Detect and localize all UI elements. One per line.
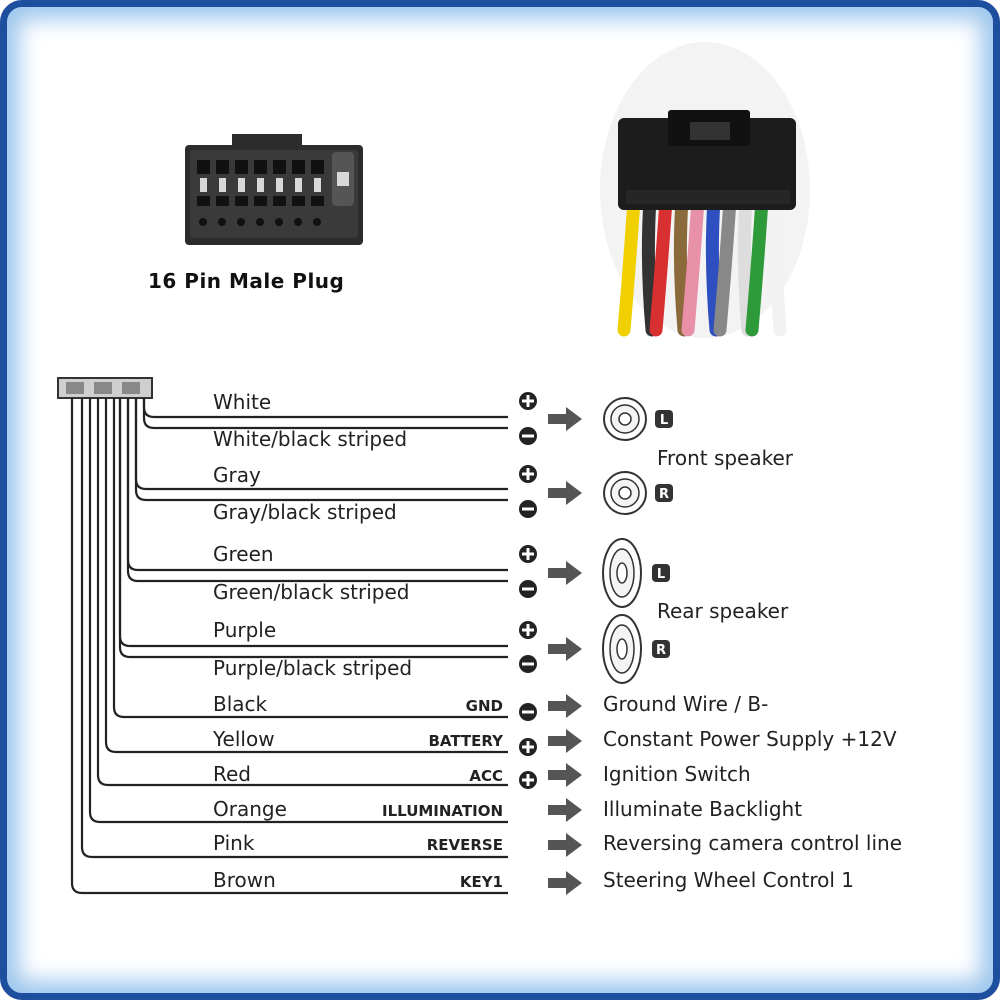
wire-color-label: Green [213, 542, 274, 566]
minus-icon [519, 500, 537, 518]
harness-photo [600, 42, 810, 338]
wire-description-label: Ground Wire / B- [603, 692, 768, 716]
wire-function-label: REVERSE [427, 836, 503, 854]
wire-color-label: Red [213, 762, 251, 786]
wire-color-label: White/black striped [213, 427, 407, 451]
harness-connector [57, 377, 153, 399]
plus-icon [519, 545, 537, 563]
wire-color-label: Gray [213, 463, 261, 487]
wire-description-label: Illuminate Backlight [603, 797, 802, 821]
wire-description-label: Reversing camera control line [603, 831, 902, 855]
speaker-side-badge: R [656, 643, 666, 658]
wire-color-label: Pink [213, 831, 255, 855]
minus-icon [519, 703, 537, 721]
wire-function-label: ACC [469, 767, 503, 785]
polarity-symbols [519, 392, 537, 789]
rear-speaker-label: Rear speaker [657, 599, 789, 623]
arrow-right-icon [548, 729, 582, 753]
speaker-icon: L [602, 538, 670, 608]
wire-line [126, 398, 508, 583]
wire-line [80, 398, 508, 859]
speaker-side-badge: L [660, 413, 668, 428]
speaker-icon: L [603, 397, 673, 441]
wire-color-label: Orange [213, 797, 287, 821]
minus-icon [519, 580, 537, 598]
wire-description-label: Ignition Switch [603, 762, 751, 786]
wire-line [70, 398, 508, 895]
wire-function-label: GND [466, 697, 503, 715]
wire-line [118, 398, 508, 659]
wire-color-label: Gray/black striped [213, 500, 397, 524]
arrow-right-icon [548, 481, 582, 505]
arrow-right-icon [548, 833, 582, 857]
wire-color-label: White [213, 390, 271, 414]
plus-icon [519, 392, 537, 410]
wire-color-label: Purple [213, 618, 276, 642]
wire-function-label: BATTERY [428, 732, 504, 750]
wire-line [142, 398, 508, 430]
minus-icon [519, 427, 537, 445]
wire-color-label: Black [213, 692, 268, 716]
male-plug-image [185, 134, 363, 245]
speakers: L R L R [602, 397, 673, 684]
wire-line [88, 398, 508, 824]
plus-icon [519, 465, 537, 483]
wire-color-label: Purple/black striped [213, 656, 412, 680]
speaker-icon: R [602, 614, 670, 684]
arrow-right-icon [548, 871, 582, 895]
wire-function-label: ILLUMINATION [382, 802, 503, 820]
minus-icon [519, 655, 537, 673]
wire-line [126, 398, 508, 572]
arrows [548, 407, 582, 895]
plus-icon [519, 738, 537, 756]
wires [70, 398, 508, 895]
wire-line [96, 398, 508, 787]
wire-line [112, 398, 508, 719]
speaker-side-badge: R [659, 487, 669, 502]
plus-icon [519, 621, 537, 639]
plug-label: 16 Pin Male Plug [148, 269, 344, 293]
arrow-right-icon [548, 798, 582, 822]
arrow-right-icon [548, 637, 582, 661]
wire-line [104, 398, 508, 754]
wire-color-label: Yellow [212, 727, 275, 751]
wire-description-label: Constant Power Supply +12V [603, 727, 897, 751]
arrow-right-icon [548, 763, 582, 787]
arrow-right-icon [548, 694, 582, 718]
wire-description-label: Steering Wheel Control 1 [603, 868, 854, 892]
wire-function-label: KEY1 [460, 873, 503, 891]
wire-line [142, 398, 508, 419]
plus-icon [519, 771, 537, 789]
speaker-icon: R [603, 471, 673, 515]
arrow-right-icon [548, 561, 582, 585]
front-speaker-label: Front speaker [657, 446, 794, 470]
arrow-right-icon [548, 407, 582, 431]
wire-color-label: Green/black striped [213, 580, 409, 604]
wire-line [134, 398, 508, 502]
speaker-side-badge: L [657, 567, 665, 582]
wire-color-label: Brown [213, 868, 276, 892]
